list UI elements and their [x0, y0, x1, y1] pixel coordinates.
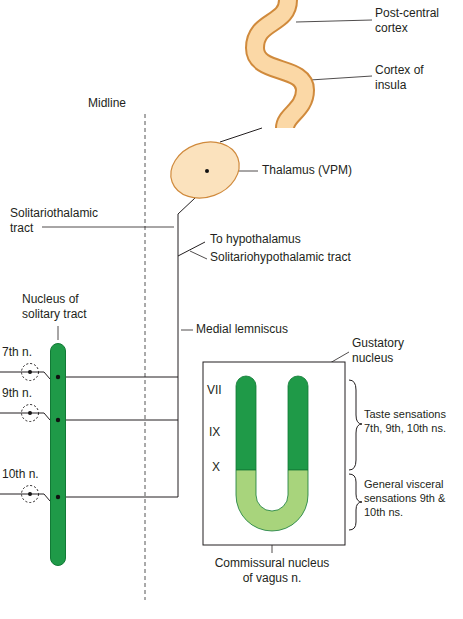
bracket — [349, 474, 362, 530]
structure-label: To hypothalamus — [210, 232, 340, 247]
nerve-fibre — [0, 413, 21, 414]
gustatory-column — [236, 376, 256, 470]
synapse-dot — [205, 169, 209, 173]
tract-line — [39, 413, 50, 420]
nerve-fibre — [21, 494, 39, 495]
midline — [145, 114, 146, 600]
structure-label: Commissural nucleus of vagus n. — [212, 556, 332, 586]
structure-label: Taste sensations 7th, 9th, 10th ns. — [364, 408, 461, 436]
nucleus-bar — [51, 344, 66, 566]
structure-label: Solitariohypothalamic tract — [210, 250, 390, 265]
leader-line — [296, 20, 372, 22]
node-shape — [21, 363, 39, 381]
tract-line — [39, 372, 50, 379]
synapse-dot — [56, 375, 60, 379]
ganglion-circle — [22, 405, 39, 422]
structure-label: Solitariothalamic tract — [10, 206, 115, 236]
structure-label: X — [212, 460, 234, 475]
cortex-outline — [255, 0, 305, 128]
ganglion-circle — [22, 364, 39, 381]
tract-line — [66, 198, 195, 377]
leader-line — [58, 326, 59, 340]
ganglion-circle — [22, 486, 39, 503]
nerve-fibre — [21, 413, 39, 414]
node-shape — [243, 0, 323, 128]
hypothalamic-branch — [178, 242, 205, 256]
node-shape — [21, 404, 39, 422]
node-shape — [50, 343, 66, 566]
thalamus-oval — [163, 133, 247, 208]
leader-line — [190, 251, 207, 259]
node-label: Post-central cortex — [375, 6, 461, 36]
gustatory-column — [288, 376, 308, 470]
synapse-dot — [56, 418, 60, 422]
nerve-fibre — [0, 372, 21, 373]
cortex-fill — [255, 0, 305, 128]
fibre — [66, 420, 178, 421]
leader-line — [181, 330, 193, 331]
ganglion: 7th n. — [21, 363, 39, 381]
node-label: Thalamus (VPM) — [262, 163, 372, 178]
commissural-nucleus — [236, 470, 308, 531]
node-shape — [169, 142, 241, 198]
tract-line — [220, 128, 262, 142]
structure-label: VII — [207, 383, 234, 398]
tract-line — [39, 494, 50, 501]
synapse-dot — [56, 495, 60, 499]
node-label: 9th n. — [2, 386, 62, 401]
structure-label: IX — [209, 425, 234, 440]
node-label: Cortex of insula — [375, 63, 455, 93]
fibre — [66, 377, 178, 497]
structure-label: Gustatory nucleus — [352, 336, 426, 366]
cortex-gyri: Post-central cortexCortex of insula — [243, 0, 323, 128]
node-label: 10th n. — [2, 467, 62, 482]
leader-line — [310, 76, 372, 80]
node-label: Nucleus of solitary tract — [22, 292, 114, 322]
nerve-fibre — [0, 494, 21, 495]
nucleus-bar: Nucleus of solitary tract — [50, 343, 66, 566]
bracket — [349, 380, 362, 470]
structure-label: Midline — [88, 96, 148, 111]
structure-label: General visceral sensations 9th & 10th n… — [364, 478, 461, 519]
structure-label: Medial lemniscus — [196, 322, 316, 337]
ganglion: 10th n. — [21, 485, 39, 503]
inset-box — [203, 362, 345, 545]
leader-line — [42, 227, 174, 228]
node-shape — [21, 485, 39, 503]
node-label: 7th n. — [2, 345, 62, 360]
thalamus-oval: Thalamus (VPM) — [169, 142, 241, 198]
nerve-fibre — [21, 372, 39, 373]
ganglion: 9th n. — [21, 404, 39, 422]
